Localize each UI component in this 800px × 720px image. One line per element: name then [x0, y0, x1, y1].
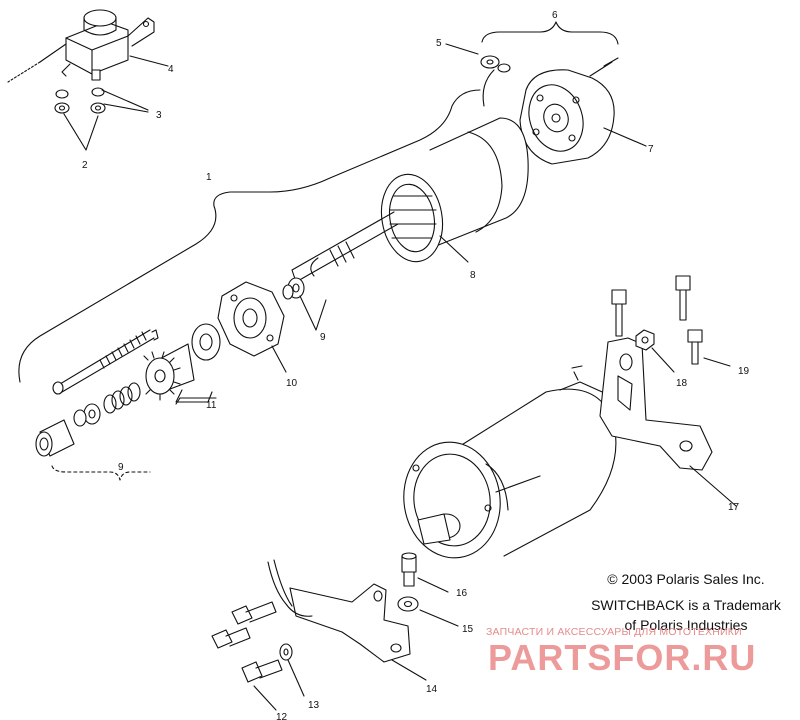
callout-16: 16 [456, 588, 468, 599]
watermark-brand: PARTSFOR.RU [488, 638, 757, 678]
shaft-part [52, 329, 159, 395]
bolt-part-12 [211, 601, 283, 711]
watermark-tagline: ЗАПЧАСТИ И АКСЕССУАРЫ ДЛЯ МОТОТЕХНИКИ [486, 626, 742, 638]
washer-part-15 [397, 596, 459, 627]
spring-part [73, 382, 141, 427]
callout-7: 7 [648, 144, 654, 155]
bolt-part-16 [401, 552, 449, 593]
housing-part-10 [217, 281, 287, 373]
trademark-owner-line: of Polaris Industries [624, 617, 748, 633]
callout-6: 6 [552, 10, 558, 21]
callout-3: 3 [156, 110, 162, 121]
armature-part-8 [291, 117, 529, 283]
solenoid-part-4 [7, 9, 155, 83]
end-cap-part-7 [519, 57, 647, 165]
washers-part-3 [55, 87, 105, 99]
callout-19: 19 [738, 366, 750, 377]
starter-motor [403, 365, 621, 559]
callout-15: 15 [462, 624, 474, 635]
callout-14: 14 [426, 684, 438, 695]
drive-gear-part-11 [143, 323, 221, 403]
callout-5: 5 [436, 38, 442, 49]
bolts-part-19 [611, 275, 731, 367]
callout-9-lower: 9 [118, 462, 124, 473]
callout-2: 2 [82, 160, 88, 171]
washers-part-9 [282, 277, 327, 331]
callout-13: 13 [308, 700, 320, 711]
callout-8: 8 [470, 270, 476, 281]
callout-1: 1 [206, 172, 212, 183]
copyright-line: © 2003 Polaris Sales Inc. [607, 571, 765, 587]
washer-part-13 [279, 643, 305, 697]
callout-4: 4 [168, 64, 174, 75]
callout-10: 10 [286, 378, 298, 389]
nuts-part-2 [54, 102, 106, 114]
callout-17: 17 [728, 502, 740, 513]
callout-12: 12 [276, 712, 288, 720]
mounting-bracket-part-17 [599, 337, 737, 507]
nut-part-5 [480, 55, 511, 107]
trademark-line: SWITCHBACK is a Trademark [591, 597, 781, 613]
sleeve-part [35, 419, 75, 457]
callout-9-upper: 9 [320, 332, 326, 343]
nut-part-18 [635, 329, 675, 373]
callout-11: 11 [206, 400, 217, 411]
callout-18: 18 [676, 378, 688, 389]
lower-bracket-part-14 [267, 559, 427, 681]
